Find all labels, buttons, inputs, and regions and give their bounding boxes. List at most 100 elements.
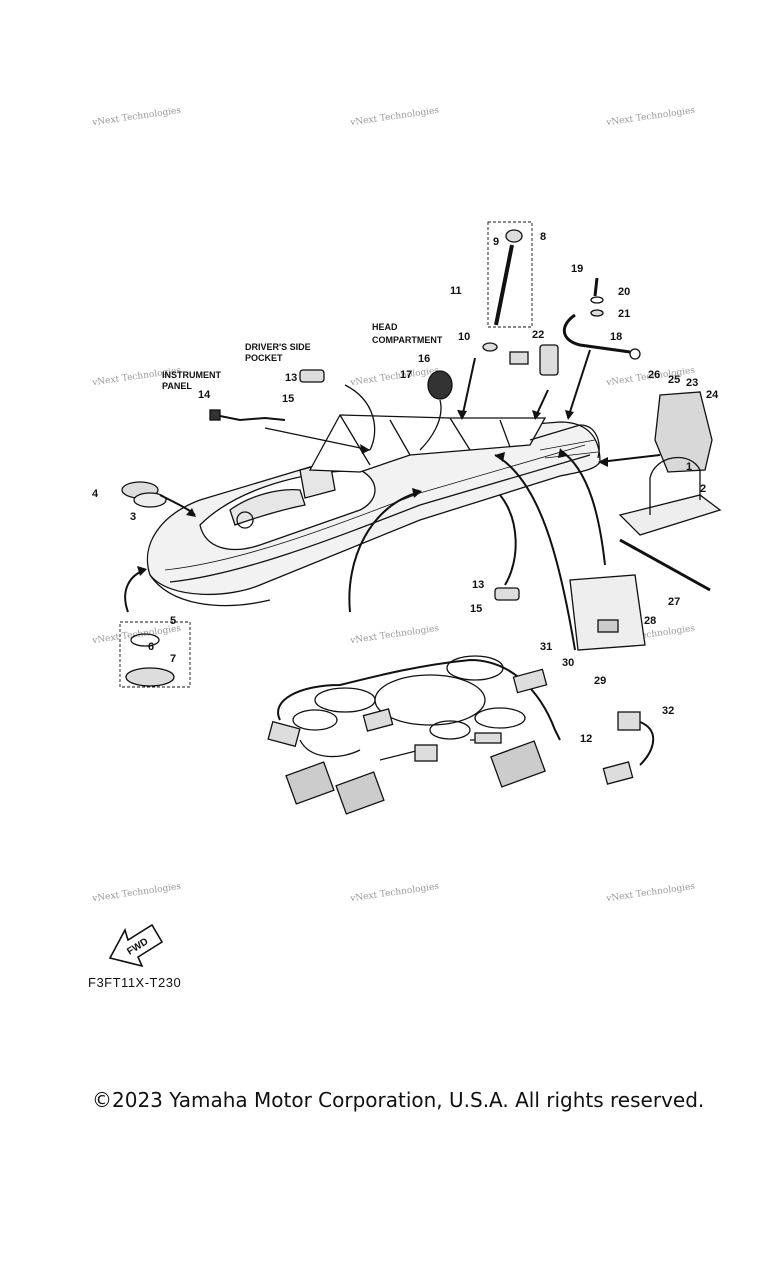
bracket [618, 494, 722, 536]
antenna-cap [505, 229, 523, 243]
controller [569, 574, 646, 651]
sensor-wire [639, 721, 655, 766]
leader-line [419, 399, 442, 451]
leader-line [494, 454, 576, 651]
antenna-box [487, 221, 533, 328]
copyright-notice: ©2023 Yamaha Motor Corporation, U.S.A. A… [92, 1088, 705, 1112]
windshield [308, 414, 547, 473]
boat-hull [146, 421, 601, 596]
speaker-grille [125, 667, 175, 687]
connector [474, 732, 502, 744]
callout: 21 [618, 308, 630, 320]
label-instrument-panel: PANEL [162, 381, 192, 391]
washer [590, 296, 604, 304]
cable-terminal [629, 348, 641, 360]
callout: 15 [282, 393, 294, 405]
callout: 19 [571, 263, 583, 275]
callout: 13 [472, 579, 484, 591]
harness-loop [474, 707, 526, 729]
controller-port [597, 619, 619, 633]
antenna-nut [482, 342, 498, 352]
callout: 28 [644, 615, 656, 627]
connector [285, 761, 335, 805]
leader-line [559, 449, 606, 566]
leader-line [567, 349, 591, 419]
harness-wire [277, 658, 561, 741]
callout: 3 [130, 511, 136, 523]
callout: 30 [562, 657, 574, 669]
hull-keel [149, 574, 271, 607]
windshield-frame [339, 414, 511, 466]
callout: 13 [285, 372, 297, 384]
callout: 32 [662, 705, 674, 717]
callout: 31 [540, 641, 552, 653]
seat [229, 489, 306, 526]
callout: 14 [198, 389, 211, 401]
leader-line [348, 491, 421, 613]
speaker-box [119, 621, 191, 688]
sensor-plug [602, 761, 634, 785]
label-head-compartment: HEAD [372, 322, 398, 332]
connector [267, 720, 301, 748]
harness-loop [429, 720, 471, 740]
callout: 23 [686, 377, 698, 389]
callout: 15 [470, 603, 482, 615]
arrow-head [565, 410, 574, 420]
cable-end [209, 409, 221, 421]
arrow-head [532, 410, 541, 420]
callout: 27 [668, 596, 680, 608]
sensor-plug [617, 711, 641, 731]
leader-line [124, 569, 146, 613]
connector [490, 740, 546, 788]
arrow-head [186, 508, 196, 517]
callout: 8 [540, 231, 546, 243]
gauge-cover [133, 492, 167, 508]
callout: 17 [400, 369, 412, 381]
bow-stripe [539, 439, 599, 459]
callout: 25 [668, 374, 680, 386]
callout: 7 [170, 653, 176, 665]
connector [512, 668, 548, 694]
leader-line [344, 384, 376, 451]
ecu-unit [654, 391, 713, 473]
leader-line [499, 494, 517, 586]
bow [529, 424, 600, 459]
hull-stripe [169, 454, 591, 583]
callout: 5 [170, 615, 176, 627]
arrow-head [360, 444, 370, 454]
arrow-head [598, 457, 608, 467]
label-drivers-side-pocket: DRIVER'S SIDE [245, 342, 311, 352]
leader-line [599, 454, 661, 463]
callout: 24 [706, 389, 719, 401]
callout: 16 [418, 353, 430, 365]
harness-loop [314, 687, 376, 713]
callout: 22 [532, 329, 544, 341]
callout: 11 [450, 285, 462, 297]
connector [509, 351, 529, 365]
rod [619, 538, 711, 592]
bolt [593, 277, 599, 297]
callout: 2 [700, 483, 706, 495]
arrow-head [457, 410, 467, 420]
courtesy-light [299, 369, 325, 383]
callout: 18 [610, 331, 622, 343]
connector [414, 744, 438, 762]
callout: 10 [458, 331, 470, 343]
callout: 20 [618, 286, 630, 298]
callout: 1 [686, 461, 692, 473]
leader-line [461, 357, 476, 419]
ground-cable [562, 313, 631, 354]
speaker-cover [130, 633, 160, 647]
arrow-head [412, 488, 422, 498]
sensor [539, 344, 559, 376]
harness-loop [292, 709, 338, 731]
callout: 12 [580, 733, 592, 745]
callout: 4 [92, 488, 99, 500]
label-instrument-panel: INSTRUMENT [162, 370, 221, 380]
label-drivers-side-pocket: POCKET [245, 353, 283, 363]
arrow-head [137, 566, 147, 576]
arrow-head [558, 448, 567, 458]
label-head-compartment: COMPARTMENT [372, 335, 443, 345]
callout: 26 [648, 369, 660, 381]
